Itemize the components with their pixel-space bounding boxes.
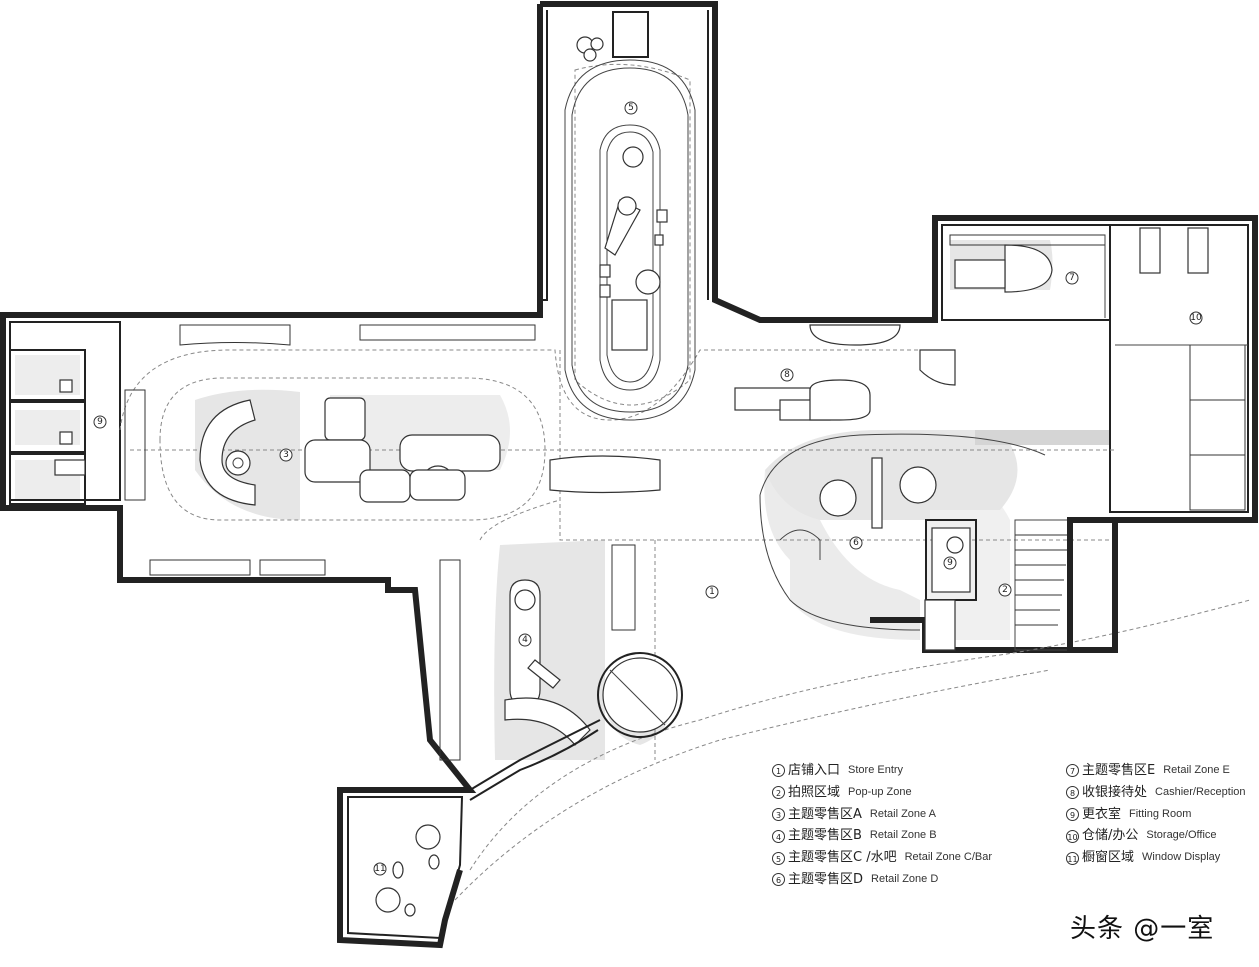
zone-marker-2: 2 <box>998 583 1012 597</box>
zone-marker-11: 11 <box>373 862 387 876</box>
zone-marker-4: 4 <box>518 633 532 647</box>
svg-text:3: 3 <box>283 450 289 460</box>
svg-text:9: 9 <box>97 417 103 427</box>
zone-marker-10: 10 <box>1189 311 1203 325</box>
storage-office <box>1115 227 1248 346</box>
svg-text:5: 5 <box>628 103 634 113</box>
zone-markers: 1 2 3 4 5 6 7 8 9 9 10 11 <box>93 101 1203 876</box>
zone-marker-9b: 9 <box>943 556 957 570</box>
svg-text:8: 8 <box>784 370 790 380</box>
zone-marker-5: 5 <box>624 101 638 115</box>
svg-text:7: 7 <box>1069 273 1075 283</box>
retail-zone-c-bar <box>564 11 696 421</box>
entry-round-door <box>469 652 683 801</box>
window-display <box>375 824 441 917</box>
svg-text:11: 11 <box>374 864 385 874</box>
svg-text:6: 6 <box>853 538 859 548</box>
retail-zone-e <box>954 235 1106 318</box>
fitting-room <box>924 519 977 651</box>
svg-text:2: 2 <box>1002 585 1008 595</box>
cashier-reception <box>734 379 871 421</box>
zone-marker-9a: 9 <box>93 415 107 429</box>
circulation-outlines <box>119 63 1251 901</box>
watermark: 头条 @一室 <box>1070 914 1215 944</box>
svg-text:1: 1 <box>709 587 715 597</box>
retail-zone-a <box>199 397 501 506</box>
svg-text:4: 4 <box>522 635 528 645</box>
zone-marker-8: 8 <box>780 368 794 382</box>
wall-shelving <box>124 234 1246 761</box>
zone-marker-7: 7 <box>1065 271 1079 285</box>
left-fitting-rooms <box>9 349 86 505</box>
svg-text:10: 10 <box>1190 313 1202 323</box>
retail-zone-d <box>759 433 1046 631</box>
zone-marker-6: 6 <box>849 536 863 550</box>
pop-up-zone-steps <box>1014 517 1118 653</box>
zone-marker-3: 3 <box>279 448 293 462</box>
zone-marker-1: 1 <box>705 585 719 599</box>
svg-text:9: 9 <box>947 558 953 568</box>
